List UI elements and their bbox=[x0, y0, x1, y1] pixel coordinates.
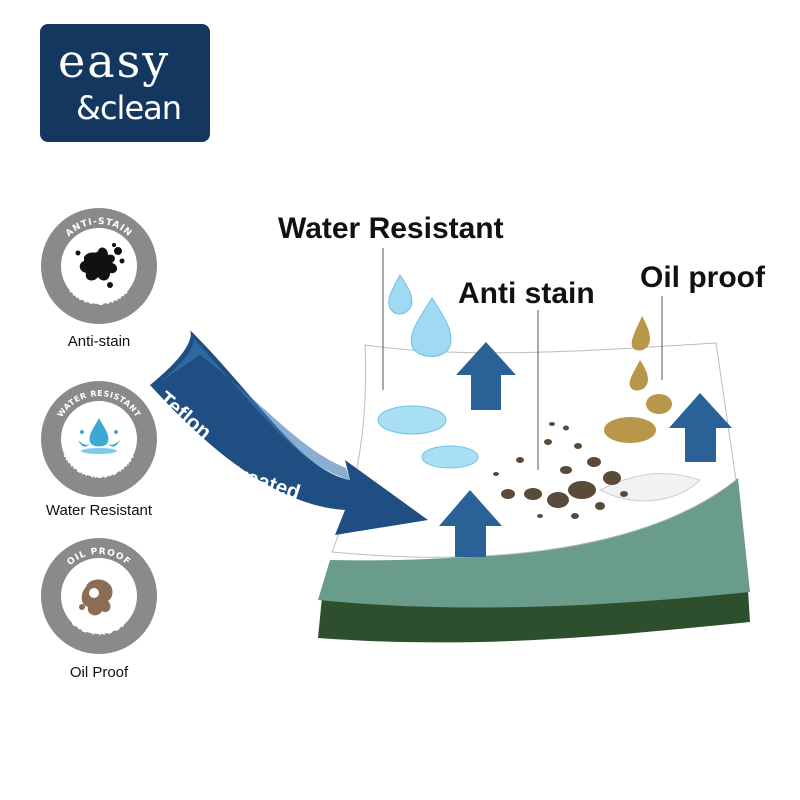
oil-proof-label: Oil proof bbox=[640, 263, 765, 293]
anti-stain-label: Anti stain bbox=[458, 279, 595, 309]
water-resistant-label: Water Resistant bbox=[278, 214, 504, 244]
